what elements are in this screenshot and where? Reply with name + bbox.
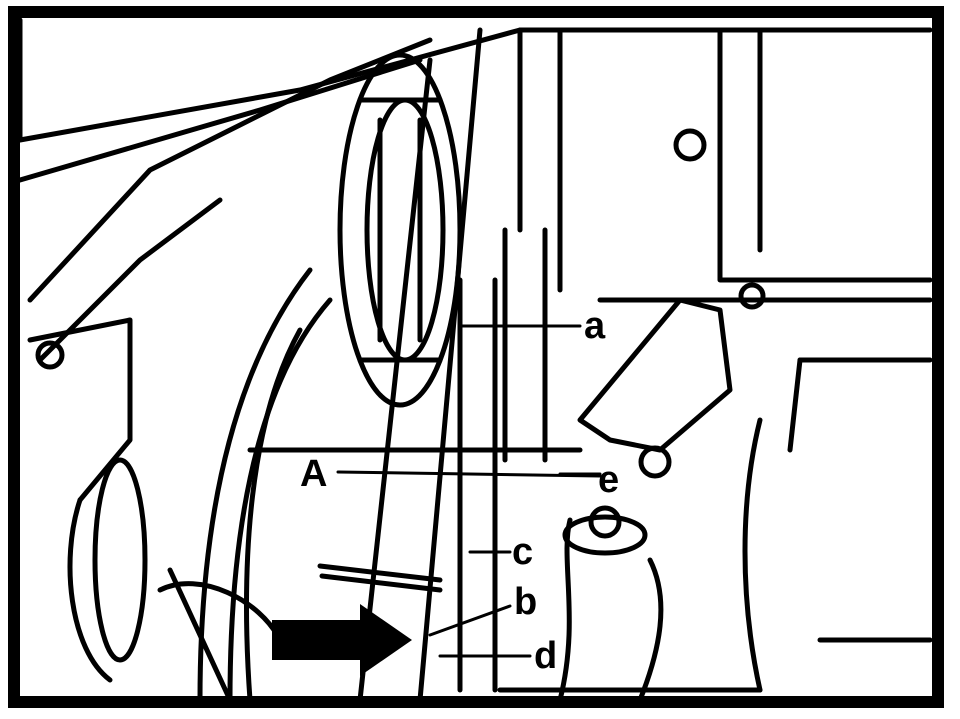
label-b: b (514, 581, 537, 623)
top-diagonal-panel (17, 17, 933, 363)
leader-b (428, 604, 512, 637)
label-d: d (534, 635, 557, 677)
label-a: a (584, 305, 606, 347)
right-panel (597, 27, 933, 303)
bracket-hole (738, 282, 766, 310)
floor-surface (247, 447, 763, 703)
label-e: e (598, 459, 619, 501)
right-panel-bolt (673, 128, 707, 162)
cable-bundle (197, 267, 333, 703)
leader-A (336, 470, 602, 478)
left-hose (27, 317, 148, 683)
cylinder-component (742, 357, 933, 693)
leader-lines (336, 324, 602, 658)
label-A: A (300, 453, 327, 495)
harness-clamp (157, 563, 443, 703)
floor-bolt (588, 505, 622, 539)
arrow-right-icon (272, 604, 412, 676)
label-c: c (512, 531, 533, 573)
bracket-bolt (638, 445, 672, 479)
angled-bracket (577, 282, 766, 479)
